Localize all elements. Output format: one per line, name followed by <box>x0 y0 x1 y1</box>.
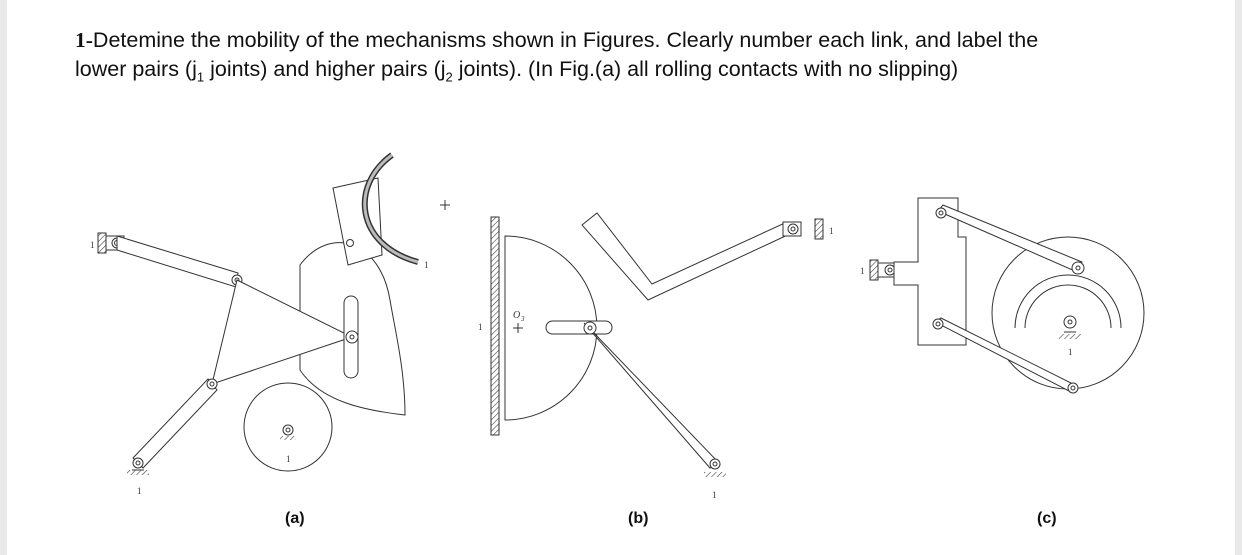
question-line-1-text: Detemine the mobility of the mechanisms … <box>92 28 1039 52</box>
ground-label-a4: 1 <box>424 260 429 270</box>
question-line-2-b: joints) and higher pairs (j <box>204 57 446 81</box>
figure-c <box>869 197 1145 394</box>
figure-b-labels: O 3 1 1 1 <box>478 226 834 500</box>
figure-a <box>97 152 450 475</box>
center-mark-b <box>513 323 523 333</box>
pivot-c <box>1063 315 1077 329</box>
center-label-b: O <box>513 310 520 321</box>
caption-a: (a) <box>285 510 305 527</box>
caption-b: (b) <box>628 510 649 527</box>
ground-label-c1: 1 <box>860 266 865 276</box>
ground-wall-b <box>490 216 500 436</box>
slot-b <box>545 320 613 335</box>
coupler-triangle-a <box>211 279 354 385</box>
link-a-crank <box>116 235 239 288</box>
center-sub-b: 3 <box>520 315 525 323</box>
center-mark-a <box>440 200 450 210</box>
question-line-2-c: joints). (In Fig.(a) all rolling contact… <box>452 57 959 81</box>
figure-a-labels: 1 1 1 1 <box>90 240 429 496</box>
ground-label-b2: 1 <box>829 226 834 236</box>
joint-a-ground <box>132 457 144 469</box>
question-line-2-a: lower pairs (j <box>75 57 197 81</box>
question-number: 1- <box>75 28 93 52</box>
t-frame-c <box>893 197 967 346</box>
question-text: 1-Detemine the mobility of the mechanism… <box>75 26 1205 91</box>
ground-label-b1: 1 <box>478 322 483 332</box>
ground-hatch-c1 <box>869 259 879 281</box>
diagonal-link-b <box>583 322 721 469</box>
ground-label-a3: 1 <box>286 454 291 464</box>
bent-link-b <box>581 212 795 301</box>
upper-link-c <box>937 204 1083 273</box>
subscript-2: 2 <box>445 69 453 85</box>
subscript-1: 1 <box>196 69 205 85</box>
ground-hatch-a2 <box>127 470 149 475</box>
ground-label-c2: 1 <box>1068 347 1073 357</box>
ground-hatch-b <box>814 218 824 240</box>
question-line-2: lower pairs (j1 joints) and higher pairs… <box>75 55 1205 91</box>
figure-c-labels: 1 1 <box>860 266 1073 357</box>
link-a-lower <box>132 378 218 469</box>
question-line-1: 1-Detemine the mobility of the mechanism… <box>75 26 1205 55</box>
figure-b <box>490 212 824 477</box>
ground-label-a2: 1 <box>137 486 142 496</box>
joint-b-ground <box>709 458 721 470</box>
ground-hatch-a1 <box>97 232 107 254</box>
sector-block-a <box>332 177 383 266</box>
caption-c: (c) <box>1037 510 1057 527</box>
ground-label-a1: 1 <box>90 240 95 250</box>
ground-label-b3: 1 <box>712 490 717 500</box>
